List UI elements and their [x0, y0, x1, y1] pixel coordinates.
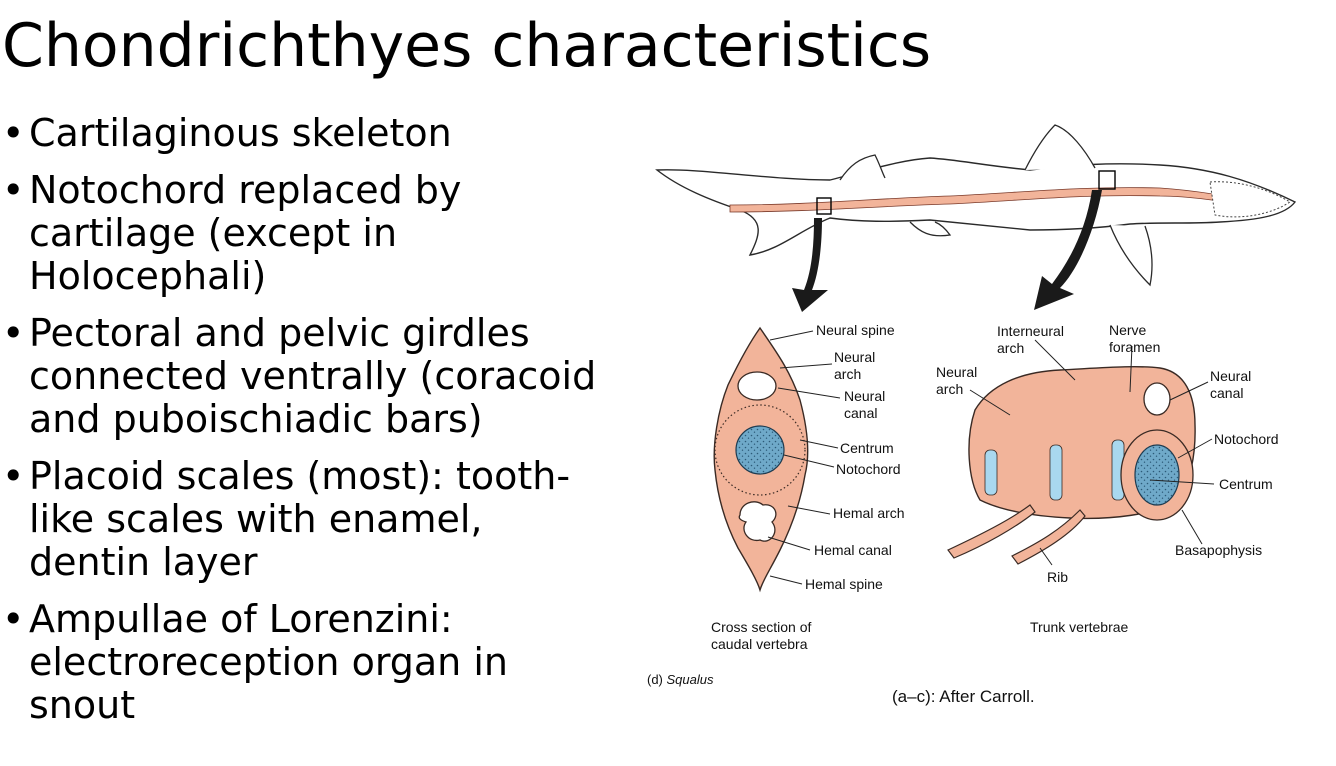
bullet-dot: •	[2, 311, 25, 355]
shark-pelvic-fin	[909, 221, 952, 237]
label-notochord: Notochord	[836, 461, 901, 477]
right-arrow	[1034, 190, 1102, 310]
label-neural-arch: Neural arch	[834, 349, 876, 382]
label-centrum: Centrum	[840, 440, 894, 456]
bullet-text: Placoid scales (most): tooth-like scales…	[29, 454, 571, 584]
shark-first-dorsal-fin	[1024, 124, 1096, 171]
label-neural-canal: Neural canal	[844, 388, 886, 421]
label-basapophysis: Basapophysis	[1175, 542, 1263, 558]
squalus-vertebrae-figure: Neural spine Neural arch Neural canal Ce…	[630, 110, 1320, 720]
shark-illustration	[655, 124, 1297, 287]
intervertebral-disc	[1049, 444, 1063, 501]
rib	[1011, 509, 1086, 565]
trunk-neural-canal	[1143, 382, 1171, 416]
bullet-text: Notochord replaced by cartilage (except …	[29, 168, 462, 298]
trunk-leader-lines	[969, 339, 1215, 566]
label-trunk-centrum: Centrum	[1219, 476, 1273, 492]
caudal-neural-canal	[737, 371, 777, 401]
label-hemal-arch: Hemal arch	[833, 505, 905, 521]
intervertebral-disc	[984, 449, 998, 496]
label-nerve-foramen: Nerve foramen	[1109, 322, 1161, 355]
label-hemal-spine: Hemal spine	[805, 576, 883, 592]
slide-title: Chondrichthyes characteristics	[2, 11, 932, 81]
panel-prefix: (d)	[647, 672, 663, 687]
shark-pectoral-fin	[1109, 224, 1153, 287]
bullet-list: •Cartilaginous skeleton •Notochord repla…	[0, 112, 610, 741]
label-trunk-neural-canal: Neural canal	[1210, 368, 1252, 401]
bullet-text: Ampullae of Lorenzini: electroreception …	[29, 597, 508, 727]
caudal-vertebra-drawing	[713, 326, 809, 593]
shark-body	[655, 157, 1297, 256]
caudal-highlight-box	[816, 197, 832, 215]
caudal-hemal-canal	[738, 501, 777, 542]
label-rib: Rib	[1047, 569, 1069, 585]
bullet-item: •Cartilaginous skeleton	[0, 112, 610, 155]
bullet-text: Pectoral and pelvic girdles connected ve…	[29, 311, 597, 441]
bullet-dot: •	[2, 454, 25, 498]
caudal-leader-lines	[767, 330, 841, 585]
bullet-item: •Notochord replaced by cartilage (except…	[0, 169, 610, 298]
bullet-item: •Ampullae of Lorenzini: electroreception…	[0, 598, 610, 727]
panel-genus: Squalus	[666, 672, 714, 687]
left-arrow	[792, 218, 828, 312]
bullet-item: •Pectoral and pelvic girdles connected v…	[0, 312, 610, 441]
trunk-highlight-box	[1098, 170, 1116, 190]
bullet-text: Cartilaginous skeleton	[29, 111, 452, 155]
label-interneural-arch: Interneural arch	[997, 323, 1064, 356]
bullet-dot: •	[2, 168, 25, 212]
caption-caudal-vertebra: Cross section of caudal vertebra	[711, 619, 812, 652]
bullet-dot: •	[2, 111, 25, 155]
panel-label: (d) Squalus	[647, 671, 714, 688]
figure-drawing	[655, 124, 1297, 593]
caption-trunk-vertebrae: Trunk vertebrae	[1030, 619, 1129, 635]
rib	[947, 504, 1036, 559]
figure-credit: (a–c): After Carroll.	[892, 687, 1035, 706]
label-trunk-notochord: Notochord	[1214, 431, 1279, 447]
label-hemal-canal: Hemal canal	[814, 542, 892, 558]
label-trunk-neural-arch: Neural arch	[936, 364, 978, 397]
shark-second-dorsal-fin	[839, 154, 886, 181]
bullet-dot: •	[2, 597, 25, 641]
label-neural-spine: Neural spine	[816, 322, 895, 338]
shark-cranium	[1209, 181, 1291, 218]
bullet-item: •Placoid scales (most): tooth-like scale…	[0, 455, 610, 584]
trunk-vertebrae-drawing	[947, 366, 1196, 565]
